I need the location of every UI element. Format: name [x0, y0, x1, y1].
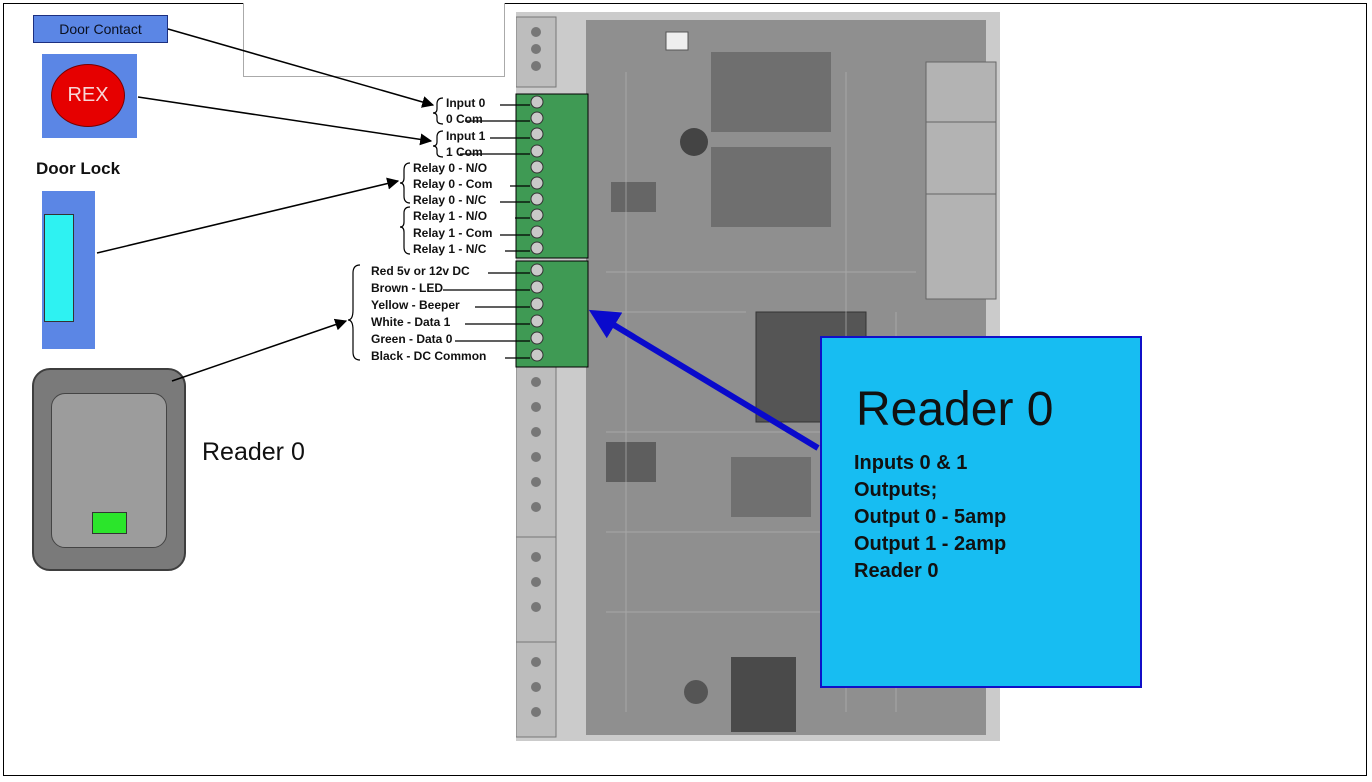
terminal-relay-0-nc: Relay 0 - N/C [413, 193, 487, 207]
terminal-relay-1-nc: Relay 1 - N/C [413, 242, 487, 256]
braces [347, 97, 444, 361]
terminal-relay-1-no: Relay 1 - N/O [413, 209, 488, 223]
terminal-yellow-beeper: Yellow - Beeper [371, 298, 460, 312]
info-line: Inputs 0 & 1 [854, 452, 968, 474]
door-contact-label: Door Contact [59, 21, 142, 37]
door-lock-device [42, 191, 95, 349]
terminal-white-data-1: White - Data 1 [371, 315, 451, 329]
info-lines: Inputs 0 & 1 Outputs; Output 0 - 5amp Ou… [854, 450, 1006, 585]
rex-device: REX [42, 54, 137, 138]
reader-callout-arrow [588, 309, 820, 451]
reader-info-callout: Reader 0 Inputs 0 & 1 Outputs; Output 0 … [820, 336, 1142, 688]
terminal-red-power: Red 5v or 12v DC [371, 264, 470, 278]
rex-button: REX [51, 64, 125, 127]
terminal-input-1: Input 1 [446, 129, 486, 143]
terminal-brown-led: Brown - LED [371, 281, 443, 295]
terminal-input-0: Input 0 [446, 96, 486, 110]
left-screws [531, 27, 541, 717]
info-line: Output 1 - 2amp [854, 533, 1007, 555]
reader-led-icon [92, 512, 127, 534]
reader-terminal-block [515, 260, 589, 368]
terminal-leader-lines [443, 104, 530, 359]
device-connector-arrows [96, 28, 435, 382]
reader-face [51, 393, 167, 548]
info-title: Reader 0 [856, 383, 1054, 436]
terminal-relay-0-no: Relay 0 - N/O [413, 161, 488, 175]
terminal-relay-1-com: Relay 1 - Com [413, 226, 493, 240]
terminal-black-dc-common: Black - DC Common [371, 349, 487, 363]
door-lock-strike [44, 214, 74, 322]
door-contact-box: Door Contact [33, 15, 168, 43]
info-line: Reader 0 [854, 560, 939, 582]
diagram-frame [3, 3, 1367, 776]
caption-box [243, 3, 505, 77]
terminal-1-com: 1 Com [446, 145, 483, 159]
rex-label: REX [67, 84, 109, 106]
terminal-screws [530, 95, 544, 362]
info-line: Output 0 - 5amp [854, 506, 1007, 528]
terminal-0-com: 0 Com [446, 112, 483, 126]
info-line: Outputs; [854, 479, 938, 501]
door-lock-label: Door Lock [36, 159, 121, 178]
upper-terminal-block [515, 93, 589, 259]
terminal-green-data-0: Green - Data 0 [371, 332, 453, 346]
reader-device [32, 368, 186, 571]
terminal-relay-0-com: Relay 0 - Com [413, 177, 493, 191]
reader-device-label: Reader 0 [202, 438, 305, 466]
